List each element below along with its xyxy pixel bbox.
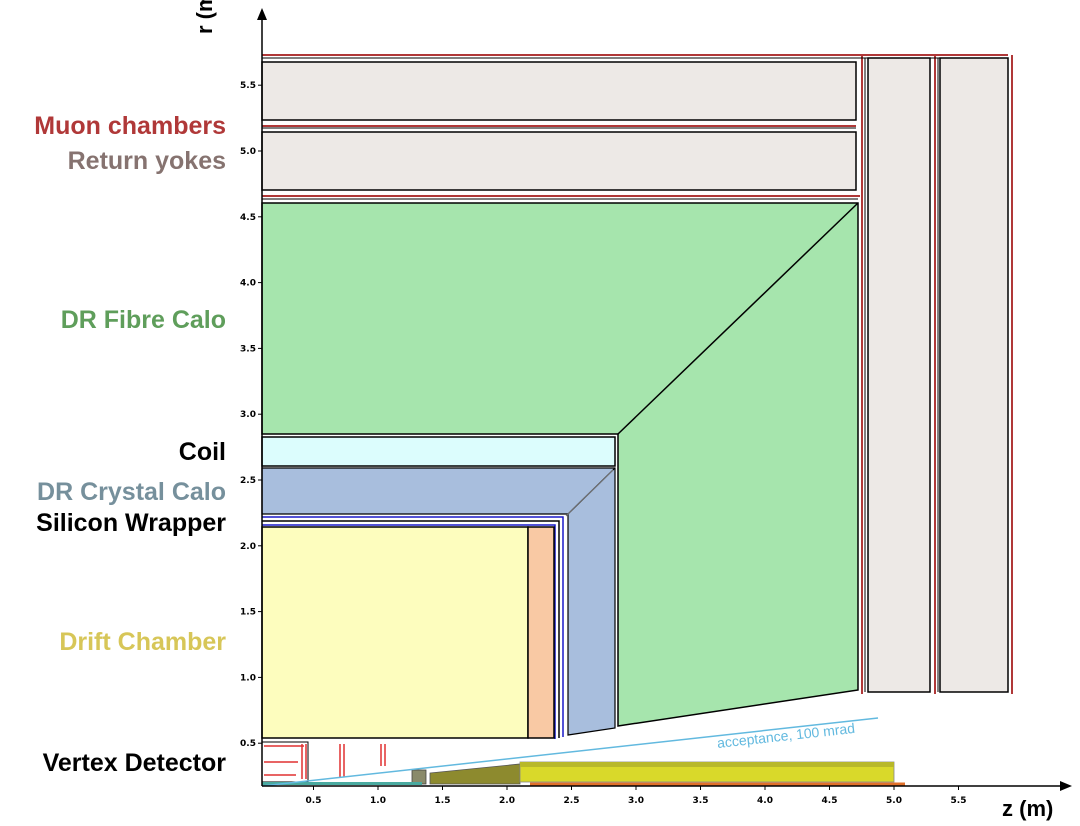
z-axis-arrow xyxy=(1060,781,1072,791)
r-axis-arrow xyxy=(257,8,267,20)
z-tick-label: 5.0 xyxy=(886,796,902,806)
r-tick-label: 1.0 xyxy=(240,673,256,683)
r-tick-label: 2.5 xyxy=(240,476,256,486)
return-yoke-barrel-outer xyxy=(261,61,857,121)
return-yoke-endcap-outer xyxy=(939,57,1009,693)
label-dr-crystal-calo: DR Crystal Calo xyxy=(37,478,226,506)
return-yoke-barrel-inner xyxy=(261,131,857,191)
acceptance-line xyxy=(261,717,879,787)
r-axis-ticks: 0.5 1.0 1.5 2.0 2.5 3.0 3.5 4.0 4.5 5.0 5.5 xyxy=(240,81,262,749)
return-yoke-endcap-inner xyxy=(867,57,931,693)
r-tick-label: 4.5 xyxy=(240,213,256,223)
vertex-detector xyxy=(261,741,386,783)
muon-chambers xyxy=(262,54,1013,694)
label-return-yokes: Return yokes xyxy=(67,147,226,175)
coil xyxy=(261,436,616,467)
label-coil: Coil xyxy=(178,438,226,466)
z-tick-label: 4.5 xyxy=(822,796,838,806)
z-tick-label: 2.0 xyxy=(499,796,515,806)
muon-chamber-inner-lines xyxy=(262,57,1008,692)
z-tick-label: 1.0 xyxy=(370,796,386,806)
z-axis-title: z (m) xyxy=(1002,796,1054,821)
label-vertex-detector: Vertex Detector xyxy=(42,749,226,777)
r-tick-label: 0.5 xyxy=(240,739,256,749)
z-tick-label: 3.0 xyxy=(628,796,644,806)
z-tick-label: 3.5 xyxy=(693,796,709,806)
dr-fibre-calo-projective-edge xyxy=(617,202,859,435)
label-dr-fibre-calo: DR Fibre Calo xyxy=(60,306,226,334)
z-tick-label: 4.0 xyxy=(757,796,773,806)
z-tick-label: 0.5 xyxy=(306,796,322,806)
label-muon-chambers: Muon chambers xyxy=(34,112,226,140)
r-tick-label: 2.0 xyxy=(240,542,256,552)
drift-chamber xyxy=(261,526,529,739)
r-tick-label: 3.0 xyxy=(240,410,256,420)
z-tick-label: 2.5 xyxy=(564,796,580,806)
drift-chamber-endplate xyxy=(527,526,555,739)
label-silicon-wrapper: Silicon Wrapper xyxy=(36,509,226,537)
r-tick-label: 5.0 xyxy=(240,147,256,157)
z-tick-label: 5.5 xyxy=(951,796,967,806)
forward-region-elements xyxy=(262,761,905,786)
r-axis-title: r (m) xyxy=(192,0,217,34)
dr-crystal-calo-edge-2 xyxy=(565,469,614,517)
r-tick-label: 5.5 xyxy=(240,81,256,91)
silicon-wrapper xyxy=(262,516,564,739)
z-axis-ticks: 0.5 1.0 1.5 2.0 2.5 3.0 3.5 4.0 4.5 5.0 5.5 xyxy=(306,786,967,806)
r-tick-label: 1.5 xyxy=(240,608,256,618)
r-tick-label: 4.0 xyxy=(240,279,256,289)
label-drift-chamber: Drift Chamber xyxy=(59,628,226,656)
r-tick-label: 3.5 xyxy=(240,344,256,354)
z-tick-label: 1.5 xyxy=(435,796,451,806)
